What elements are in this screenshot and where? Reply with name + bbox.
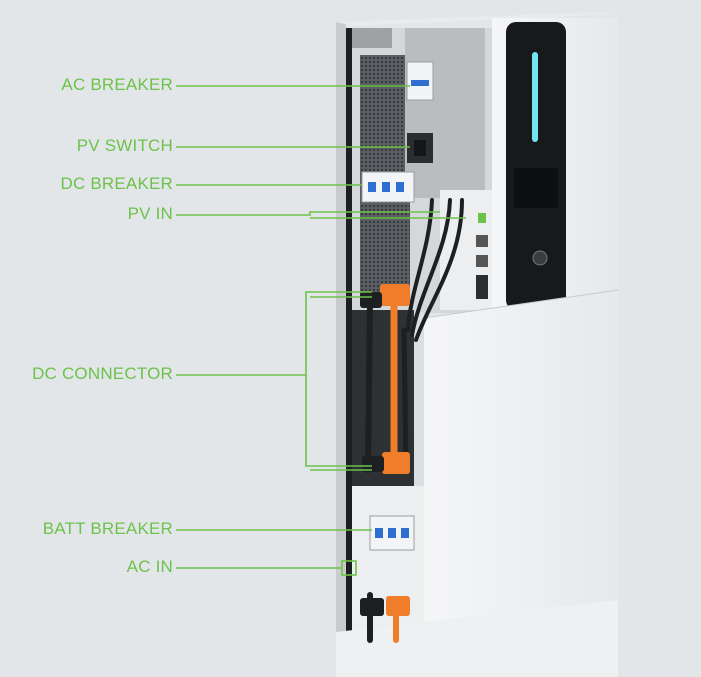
label-dc-connector: DC CONNECTOR [32, 364, 173, 383]
ac-breaker-unit [406, 61, 434, 101]
power-button-icon [532, 250, 548, 266]
pv-switch-unit [407, 133, 433, 163]
dc-connectors [360, 284, 410, 616]
battery-stack [336, 289, 619, 677]
label-ac-in: AC IN [126, 557, 173, 576]
callout-line-dc-connector [176, 291, 372, 376]
inverter-module [336, 12, 618, 313]
lcd-screen [514, 168, 558, 208]
ac-in-marker [341, 560, 357, 576]
label-pv-in: PV IN [127, 204, 173, 223]
callout-line-pv-in [176, 211, 440, 216]
dc-breaker-unit [361, 171, 415, 203]
batt-breaker-unit [369, 515, 415, 551]
label-dc-breaker: DC BREAKER [60, 174, 173, 193]
display-panel [506, 22, 566, 310]
label-pv-switch: PV SWITCH [76, 136, 173, 155]
label-batt-breaker: BATT BREAKER [42, 519, 173, 538]
cables [365, 198, 464, 643]
label-ac-breaker: AC BREAKER [61, 75, 173, 94]
callout-lines [176, 85, 466, 576]
cabinet-frame [336, 22, 352, 672]
led-strip [532, 52, 538, 142]
